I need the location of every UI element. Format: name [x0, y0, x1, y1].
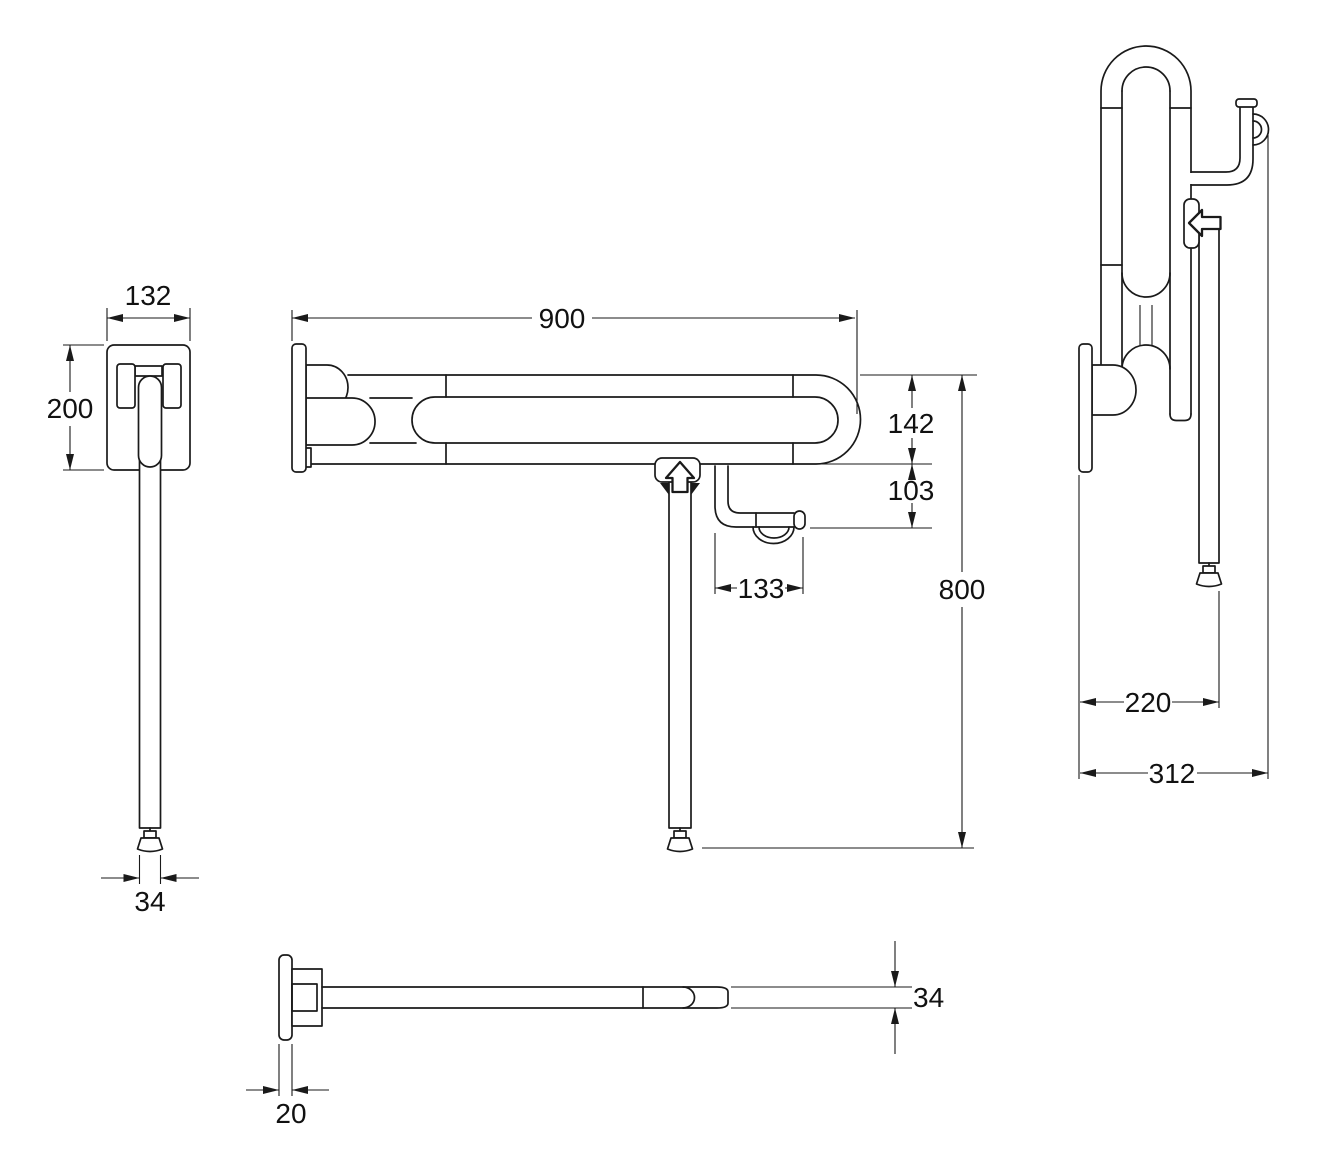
arrowhead	[292, 1086, 308, 1094]
mounting-bracket-detail	[291, 983, 318, 1012]
arrowhead	[174, 314, 190, 322]
tube-edge-line	[369, 397, 417, 444]
paper-holder-stop	[752, 526, 795, 545]
arrowhead	[908, 512, 916, 528]
support-leg	[1199, 230, 1219, 563]
leveling-foot-base	[136, 837, 164, 853]
support-leg	[669, 480, 691, 828]
front-view: 900 142 103 133 800	[291, 303, 986, 853]
extension-line	[106, 308, 191, 341]
left-arrow-icon	[1187, 208, 1222, 238]
dim-label-leg-height: 800	[939, 574, 986, 605]
up-arrow-icon	[664, 460, 696, 494]
tube-joint-line	[445, 374, 794, 465]
paper-holder-inner	[727, 465, 795, 514]
arrowhead	[787, 584, 803, 592]
tube-joint-line	[1100, 107, 1192, 266]
hinge-housing-lower	[305, 397, 376, 446]
mounting-block	[162, 363, 182, 409]
dim-label-bar-length: 900	[539, 303, 586, 334]
dim-label-overall-depth: 312	[1149, 758, 1196, 789]
dim-label-plate-height: 200	[47, 393, 94, 424]
grab-bar-outer	[305, 374, 862, 465]
grab-bar-inner-arc	[1121, 66, 1171, 92]
arrowhead	[66, 345, 74, 361]
dim-label-holder-width: 133	[738, 573, 785, 604]
arrowhead	[66, 454, 74, 470]
arrowhead	[123, 874, 140, 882]
leveling-foot-collar	[1202, 565, 1216, 574]
wall-plate	[1078, 343, 1093, 473]
extension-line	[1078, 475, 1220, 779]
extension-line	[731, 986, 912, 1009]
arrowhead	[1080, 769, 1096, 777]
extension-line	[278, 1044, 293, 1096]
clamp-jaw	[660, 483, 669, 495]
dim-label-tube-diameter: 34	[913, 982, 944, 1013]
arrowhead	[908, 464, 916, 480]
arrowhead	[1203, 698, 1219, 706]
paper-holder-end-cap	[793, 510, 806, 530]
grab-bar-inner-arc	[1121, 272, 1171, 298]
hinge-housing	[1091, 364, 1137, 416]
dim-label-plate-thickness: 20	[275, 1098, 306, 1129]
arrowhead	[958, 375, 966, 391]
leveling-foot-base	[666, 837, 694, 853]
arrowhead	[891, 1008, 899, 1024]
arrowhead	[292, 314, 308, 322]
top-view: 34 20	[246, 941, 944, 1129]
support-leg	[140, 455, 160, 828]
dim-label-bar-height: 142	[888, 408, 935, 439]
wall-plate	[291, 343, 307, 473]
arrowhead	[908, 375, 916, 391]
dim-label-tube-diameter: 34	[134, 886, 165, 917]
extension-line	[714, 533, 804, 594]
paper-holder-cap	[1235, 98, 1258, 108]
tube-end-arc	[682, 986, 696, 1009]
hidden-line	[1139, 305, 1153, 345]
grab-bar-outer	[1100, 45, 1192, 415]
dim-label-leg-offset: 220	[1125, 687, 1172, 718]
profile-view: 220 312	[1078, 45, 1270, 789]
extension-line	[291, 310, 858, 414]
arrowhead	[263, 1086, 279, 1094]
side-view: 132 200 34	[47, 280, 199, 917]
extension-line	[798, 374, 977, 465]
arrowhead	[1080, 698, 1096, 706]
leveling-foot-base	[1195, 572, 1223, 588]
paper-holder-outer	[714, 465, 795, 528]
dim-label-holder-drop: 103	[888, 475, 935, 506]
grab-bar-tube-end	[137, 375, 163, 468]
arrowhead	[839, 314, 855, 322]
grab-bar-end-cap	[1169, 413, 1192, 422]
paper-holder-stop	[1252, 113, 1270, 146]
paper-holder-inner	[1190, 106, 1241, 173]
clamp-jaw	[691, 483, 700, 495]
wall-plate	[278, 954, 293, 1041]
arrowhead	[107, 314, 123, 322]
grab-bar-inner	[1121, 90, 1171, 415]
hinge-arch	[1121, 344, 1171, 370]
paper-holder-arm	[1190, 173, 1242, 184]
extension-line	[138, 855, 162, 884]
paper-holder-outer	[1190, 106, 1254, 186]
leveling-foot-collar	[673, 830, 687, 839]
mounting-bracket	[134, 365, 163, 377]
leveling-foot-collar	[143, 830, 157, 839]
arrowhead	[908, 448, 916, 464]
dim-label-plate-width: 132	[125, 280, 172, 311]
grab-bar-tube	[321, 986, 729, 1009]
arrowhead	[160, 874, 177, 882]
arrowhead	[958, 832, 966, 848]
arrowhead	[715, 584, 731, 592]
mounting-block	[116, 363, 136, 409]
arrowhead	[891, 971, 899, 987]
grab-bar-inner	[411, 396, 839, 444]
arrowhead	[1252, 769, 1268, 777]
